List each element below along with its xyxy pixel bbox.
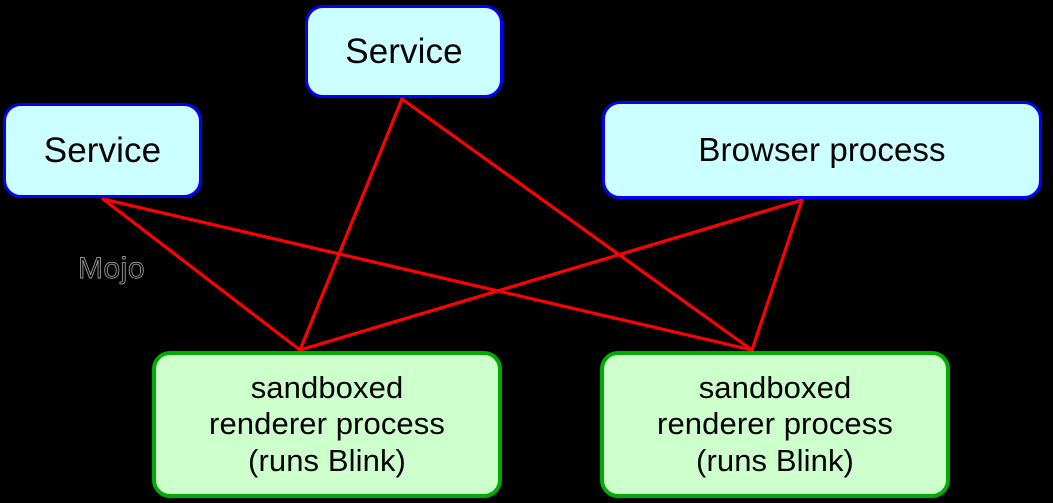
node-label-renderer-left: sandboxed renderer process (runs Blink) — [209, 369, 445, 478]
node-service-top[interactable]: Service — [305, 5, 503, 98]
node-label-renderer-right: sandboxed renderer process (runs Blink) — [657, 369, 893, 478]
node-renderer-left[interactable]: sandboxed renderer process (runs Blink) — [152, 351, 502, 498]
edge-servicetop-rendererleft — [298, 97, 404, 352]
edge-serviceleft-rendererright — [101, 197, 754, 352]
node-label-service-top: Service — [345, 31, 463, 71]
edge-browser-rendererleft — [298, 198, 804, 352]
edge-browser-rendererright — [750, 198, 804, 352]
node-browser-process[interactable]: Browser process — [602, 101, 1042, 199]
node-label-service-left: Service — [43, 130, 162, 170]
node-renderer-right[interactable]: sandboxed renderer process (runs Blink) — [600, 351, 950, 498]
mojo-label: Mojo — [78, 252, 146, 286]
node-label-browser-process: Browser process — [698, 130, 946, 168]
node-service-left[interactable]: Service — [3, 103, 202, 198]
